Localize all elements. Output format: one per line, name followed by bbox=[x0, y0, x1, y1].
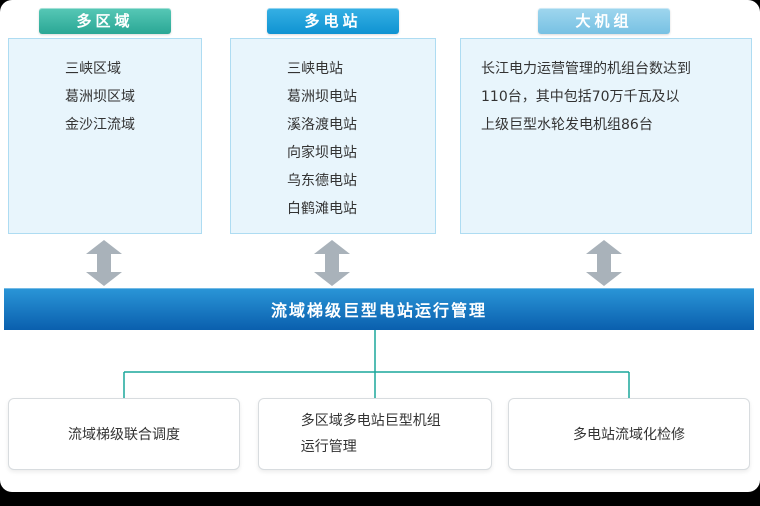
list-item: 葛洲坝区域 bbox=[65, 89, 135, 105]
list-item: 溪洛渡电站 bbox=[287, 117, 357, 133]
connector-lines bbox=[123, 330, 630, 398]
panel-large-units: 长江电力运营管理的机组台数达到110台，其中包括70万千瓦及以上级巨型水轮发电机… bbox=[460, 38, 752, 234]
branch-label: 多区域多电站巨型机组运行管理 bbox=[300, 413, 441, 455]
list-item: 向家坝电站 bbox=[287, 145, 357, 161]
branch-box-basin-maintenance: 多电站流域化检修 bbox=[508, 398, 750, 470]
list-item: 乌东德电站 bbox=[287, 173, 357, 189]
list-item: 三峡区域 bbox=[65, 61, 121, 77]
double-arrow-icon bbox=[314, 240, 350, 286]
units-description: 长江电力运营管理的机组台数达到110台，其中包括70万千瓦及以上级巨型水轮发电机… bbox=[481, 61, 691, 133]
panel-multi-region: 三峡区域 葛洲坝区域 金沙江流域 bbox=[8, 38, 202, 234]
list-item: 葛洲坝电站 bbox=[287, 89, 357, 105]
diagram-card: 多区域 多电站 大机组 三峡区域 葛洲坝区域 金沙江流域 三峡电站 葛洲坝电站 … bbox=[0, 0, 760, 492]
branch-label: 多电站流域化检修 bbox=[573, 427, 685, 443]
tab-large-units: 大机组 bbox=[538, 8, 670, 34]
list-item: 金沙江流域 bbox=[65, 117, 135, 133]
branch-box-joint-dispatch: 流域梯级联合调度 bbox=[8, 398, 240, 470]
station-list: 三峡电站 葛洲坝电站 溪洛渡电站 向家坝电站 乌东德电站 白鹤滩电站 bbox=[231, 39, 435, 223]
double-arrow-icon bbox=[86, 240, 122, 286]
branch-box-unit-operation: 多区域多电站巨型机组运行管理 bbox=[258, 398, 492, 470]
double-arrow-icon bbox=[586, 240, 622, 286]
branch-label: 流域梯级联合调度 bbox=[68, 427, 180, 443]
tab-multi-region: 多区域 bbox=[39, 8, 171, 34]
list-item: 三峡电站 bbox=[287, 61, 343, 77]
list-item: 白鹤滩电站 bbox=[287, 201, 357, 217]
tab-multi-station: 多电站 bbox=[267, 8, 399, 34]
central-bar-label: 流域梯级巨型电站运行管理 bbox=[270, 301, 487, 320]
central-management-bar: 流域梯级巨型电站运行管理 bbox=[4, 288, 754, 330]
panel-multi-station: 三峡电站 葛洲坝电站 溪洛渡电站 向家坝电站 乌东德电站 白鹤滩电站 bbox=[230, 38, 436, 234]
region-list: 三峡区域 葛洲坝区域 金沙江流域 bbox=[9, 39, 201, 139]
